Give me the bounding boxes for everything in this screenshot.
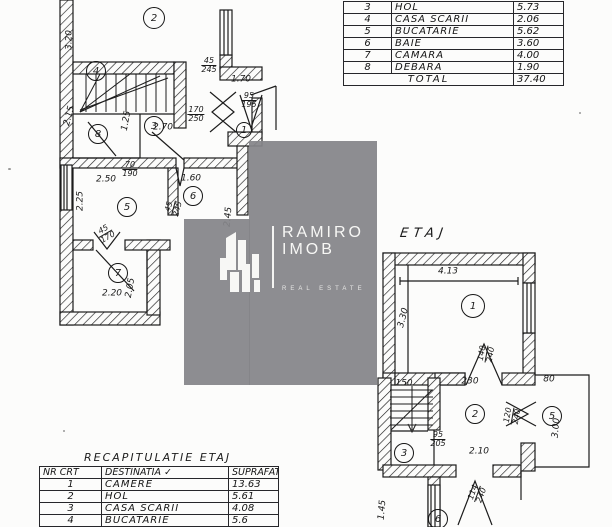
- recap-suprafata-cell: 5.6: [228, 514, 279, 527]
- parter-room-number-4: 4: [86, 61, 106, 81]
- recap-nr-cell: 4: [39, 514, 102, 527]
- room-number-cell: 7: [343, 49, 392, 62]
- room-area-cell: 3.60: [513, 37, 564, 50]
- parter-room-number-6: 6: [183, 186, 203, 206]
- watermark-brand-line2: IMOB: [282, 240, 335, 258]
- room-area-cell: 5.73: [513, 1, 564, 14]
- room-name-cell: CAMARA: [391, 49, 514, 62]
- etaj-dimension-label: 230: [461, 376, 479, 387]
- recap-destinatia-cell: BUCATARIE: [101, 514, 229, 527]
- watermark-logo: RAMIRO IMOB REAL ESTATE: [218, 224, 378, 298]
- room-area-cell: 5.62: [513, 25, 564, 38]
- recap-nr-cell: 2: [39, 490, 102, 503]
- room-area-cell: 2.06: [513, 13, 564, 26]
- room-area-cell: 1.90: [513, 61, 564, 74]
- recap-destinatia-cell: HOL: [101, 490, 229, 503]
- parter-dimension-label: 2.20: [101, 288, 123, 299]
- room-name-cell: HOL: [391, 1, 514, 14]
- recap-suprafata-cell: 5.61: [228, 490, 279, 503]
- recap-destinatia-cell: CASA SCARII: [101, 502, 229, 515]
- scan-speck: [579, 112, 581, 114]
- recap-table-title: RECAPITULATIE ETAJ: [84, 451, 232, 464]
- room-number-cell: 6: [343, 37, 392, 50]
- total-label-cell: TOTAL: [343, 73, 514, 86]
- parter-dimension-label: 3.20: [64, 29, 75, 51]
- recap-nr-cell: 1: [39, 478, 102, 491]
- room-number-cell: 5: [343, 25, 392, 38]
- floor-plan-parter-drawing: [59, 0, 277, 326]
- parter-dimension-label: 1.60: [180, 173, 202, 184]
- parter-room-number-3: 3: [144, 116, 164, 136]
- etaj-dimension-label: 1.45: [376, 499, 389, 521]
- recap-suprafata-cell: 13.63: [228, 478, 279, 491]
- recap-destinatia-cell: CAMERE: [101, 478, 229, 491]
- room-name-cell: DEBARA: [391, 61, 514, 74]
- room-name-cell: CASA SCARII: [391, 13, 514, 26]
- room-name-cell: BAIE: [391, 37, 514, 50]
- watermark-panel: [249, 141, 377, 385]
- parter-room-number-8: 8: [88, 124, 108, 144]
- etaj-room-number-6: 6: [428, 509, 448, 527]
- etaj-room-number-3: 3: [394, 443, 414, 463]
- etaj-dimension-label: 4.13: [437, 266, 459, 277]
- watermark-brand-line1: RAMIRO: [282, 224, 364, 241]
- etaj-room-number-5: 5: [542, 406, 562, 426]
- etaj-room-number-2: 2: [465, 404, 485, 424]
- room-number-cell: 3: [343, 1, 392, 14]
- etaj-dimension-label: 150: [395, 378, 413, 389]
- recap-suprafata-cell: 4.08: [228, 502, 279, 515]
- parter-dimension-label: 2.50: [95, 174, 117, 185]
- recap-header-cell: NR CRT: [39, 466, 102, 479]
- recap-header-cell: DESTINATIA ✓: [101, 466, 229, 479]
- etaj-dimension-label: 80: [543, 374, 555, 385]
- parter-dimension-label: 2.25: [75, 190, 86, 212]
- room-area-cell: 4.00: [513, 49, 564, 62]
- room-name-cell: BUCATARIE: [391, 25, 514, 38]
- room-number-cell: 8: [343, 61, 392, 74]
- room-number-cell: 4: [343, 13, 392, 26]
- scan-speck: [8, 168, 11, 170]
- parter-room-number-2: 2: [143, 7, 165, 29]
- scan-speck: [63, 430, 65, 432]
- watermark-separator: [272, 226, 274, 288]
- parter-room-number-5: 5: [117, 197, 137, 217]
- buildings-icon: [218, 224, 266, 298]
- parter-room-number-7: 7: [108, 263, 128, 283]
- floor-plan-etaj-drawing: [377, 252, 590, 527]
- etaj-dimension-label: 2.10: [468, 446, 490, 457]
- recap-header-cell: SUPRAFATA: [228, 466, 279, 479]
- total-value-cell: 37.40: [513, 73, 564, 86]
- etaj-room-number-1: 1: [461, 294, 485, 318]
- etaj-plan-title: ETAJ: [398, 226, 449, 241]
- watermark-tagline: REAL ESTATE: [282, 286, 366, 292]
- parter-room-number-1: 1: [236, 122, 252, 138]
- recap-nr-cell: 3: [39, 502, 102, 515]
- parter-dimension-label: 1.70: [230, 74, 252, 85]
